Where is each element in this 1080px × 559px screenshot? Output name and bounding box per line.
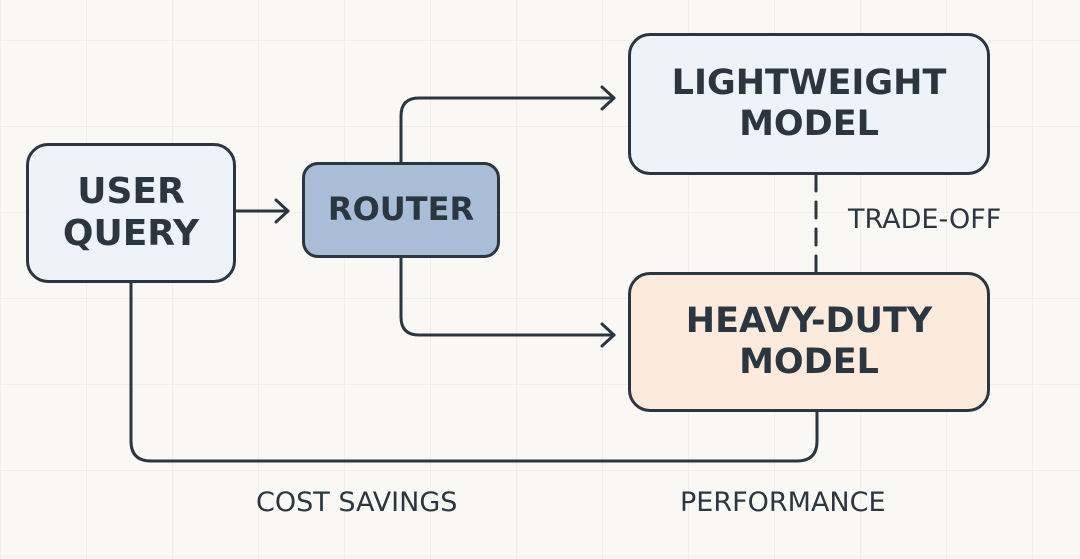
heavy-duty-model-node: HEAVY-DUTY MODEL [628,272,990,412]
cost-savings-label: COST SAVINGS [256,487,458,518]
arrowhead-router-to-lightweight [600,85,616,111]
user-query-node: USER QUERY [26,143,236,283]
arrow-router-to-heavy [399,256,616,337]
bottom-loop-line [129,281,819,463]
router-node: ROUTER [302,162,500,258]
lightweight-model-line2: MODEL [739,104,879,144]
performance-label: PERFORMANCE [680,487,886,518]
router-label: ROUTER [327,190,475,229]
lightweight-model-node: LIGHTWEIGHT MODEL [628,33,990,175]
lightweight-model-line1: LIGHTWEIGHT [671,62,947,103]
heavy-duty-model-line1: HEAVY-DUTY [685,300,933,341]
user-query-line1: USER [77,170,185,212]
trade-off-label: TRADE-OFF [848,204,1002,235]
arrowhead-user-to-router [274,198,290,224]
arrowhead-router-to-heavy [600,322,616,348]
heavy-duty-model-line2: MODEL [739,342,879,382]
user-query-line2: QUERY [62,213,200,254]
arrow-router-to-lightweight [399,96,616,164]
